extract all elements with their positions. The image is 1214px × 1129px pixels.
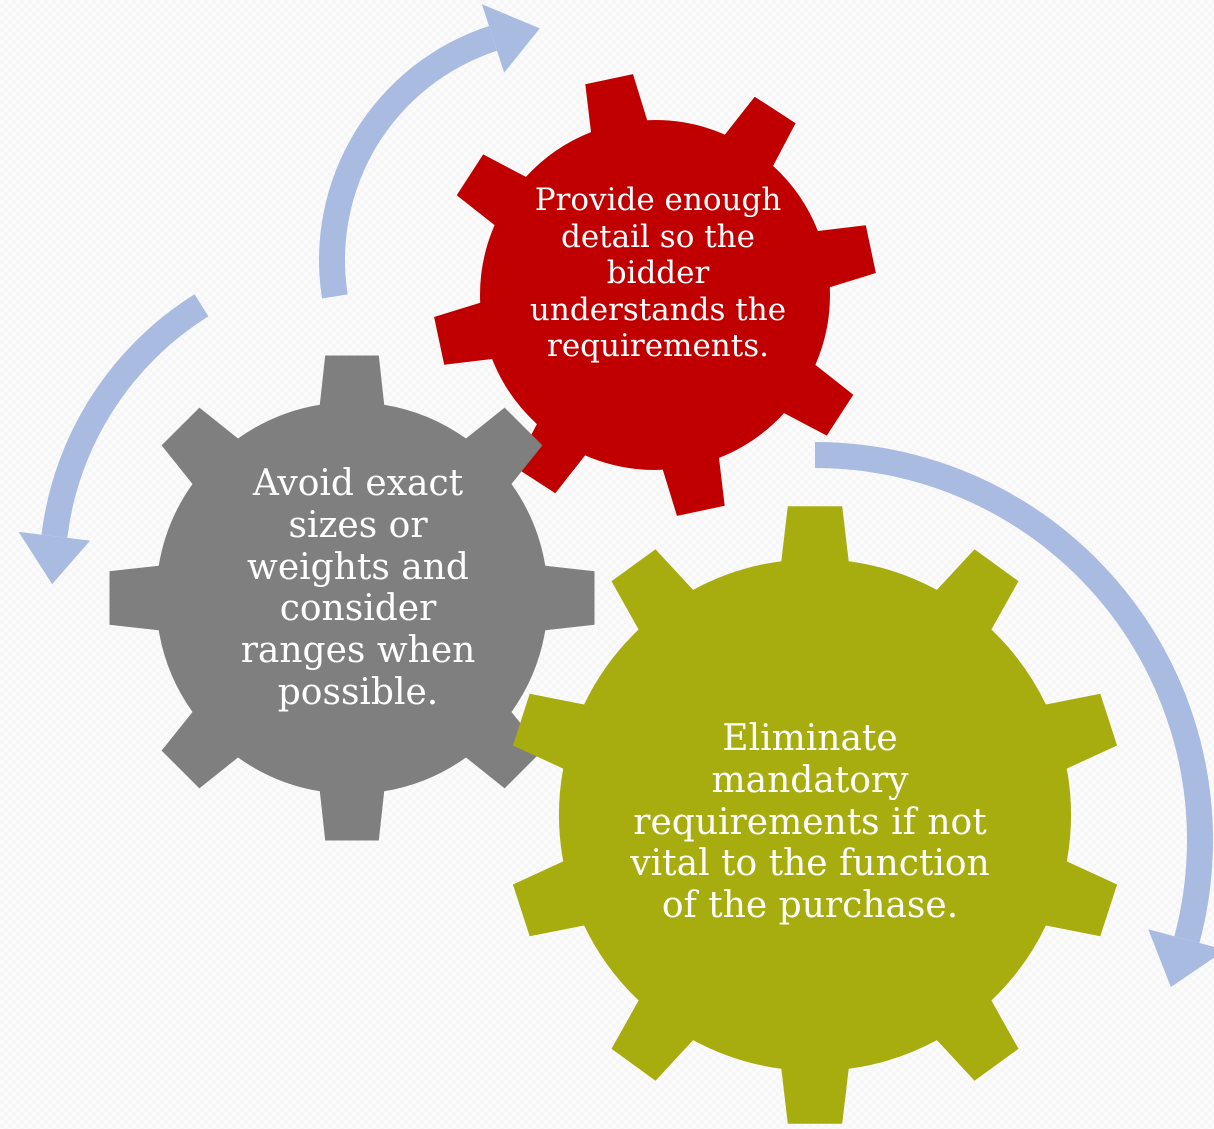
gray-gear-label: Avoid exact sizes or weights and conside… bbox=[240, 463, 476, 713]
cycle-arrows bbox=[18, 4, 1214, 987]
left-arrow-head bbox=[18, 531, 91, 585]
top-arrow-band bbox=[319, 26, 498, 299]
top-arrow-head bbox=[481, 4, 540, 73]
gears-group bbox=[109, 74, 1118, 1124]
red-gear bbox=[434, 74, 876, 516]
olive-gear-label: Eliminate mandatory requirements if not … bbox=[630, 718, 990, 926]
red-gear-label: Provide enough detail so the bidder unde… bbox=[529, 182, 787, 365]
olive-gear bbox=[512, 506, 1118, 1124]
gray-gear bbox=[109, 355, 595, 841]
left-arrow-band bbox=[41, 294, 209, 538]
right-arrow-head bbox=[1148, 929, 1214, 987]
